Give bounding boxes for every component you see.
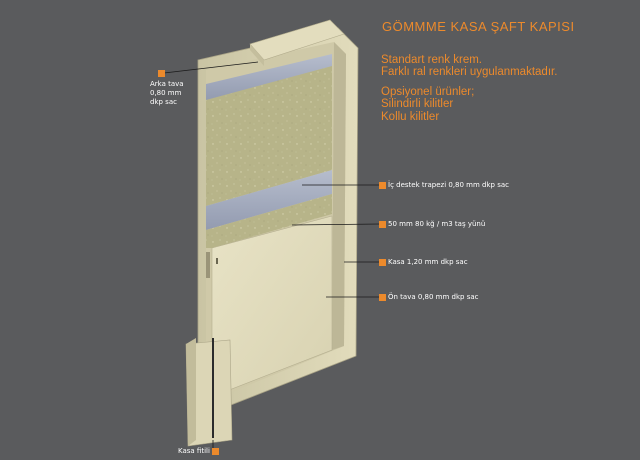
label-on-tava: Ön tava 0,80 mm dkp sac	[388, 293, 479, 301]
lock-detail	[206, 252, 210, 278]
info-line-2: Farklı ral renkleri uygulanmaktadır.	[381, 66, 558, 78]
leader-tas-yunu	[291, 223, 381, 226]
label-ic-destek: İç destek trapezi 0,80 mm dkp sac	[388, 181, 509, 189]
marker-kasa-fitili	[212, 448, 219, 455]
info-line-3: Opsiyonel ürünler;	[381, 86, 475, 98]
marker-arka-tava	[158, 70, 165, 77]
info-line-4: Silindirli kilitler	[381, 98, 454, 110]
page-title: GÖMMME KASA ŞAFT KAPISI	[382, 19, 575, 34]
info-line-5: Kollu kilitler	[381, 111, 440, 123]
back-tray-lip	[249, 19, 345, 66]
leader-arka-tava	[163, 61, 259, 74]
label-kasa-fitili: Kasa fitili	[178, 447, 210, 455]
label-kasa: Kasa 1,20 mm dkp sac	[388, 258, 468, 266]
label-arka-tava: Arka tava 0,80 mm dkp sac	[150, 80, 184, 107]
insulation-top	[206, 64, 332, 206]
marker-kasa	[379, 259, 386, 266]
lock-detail-dot	[216, 258, 218, 264]
support-middle	[206, 170, 332, 230]
marker-tas-yunu	[379, 221, 386, 228]
marker-on-tava	[379, 294, 386, 301]
marker-ic-destek	[379, 182, 386, 189]
label-arka-tava-line1: Arka tava	[150, 80, 184, 88]
label-arka-tava-line2: 0,80 mm	[150, 89, 182, 97]
label-tas-yunu: 50 mm 80 kğ / m3 taş yünü	[388, 220, 486, 228]
support-top	[206, 54, 332, 100]
insulation-bottom	[206, 194, 332, 248]
frame-corner-bottom	[185, 338, 233, 447]
info-line-1: Standart renk krem.	[381, 54, 482, 66]
label-arka-tava-line3: dkp sac	[150, 98, 177, 106]
